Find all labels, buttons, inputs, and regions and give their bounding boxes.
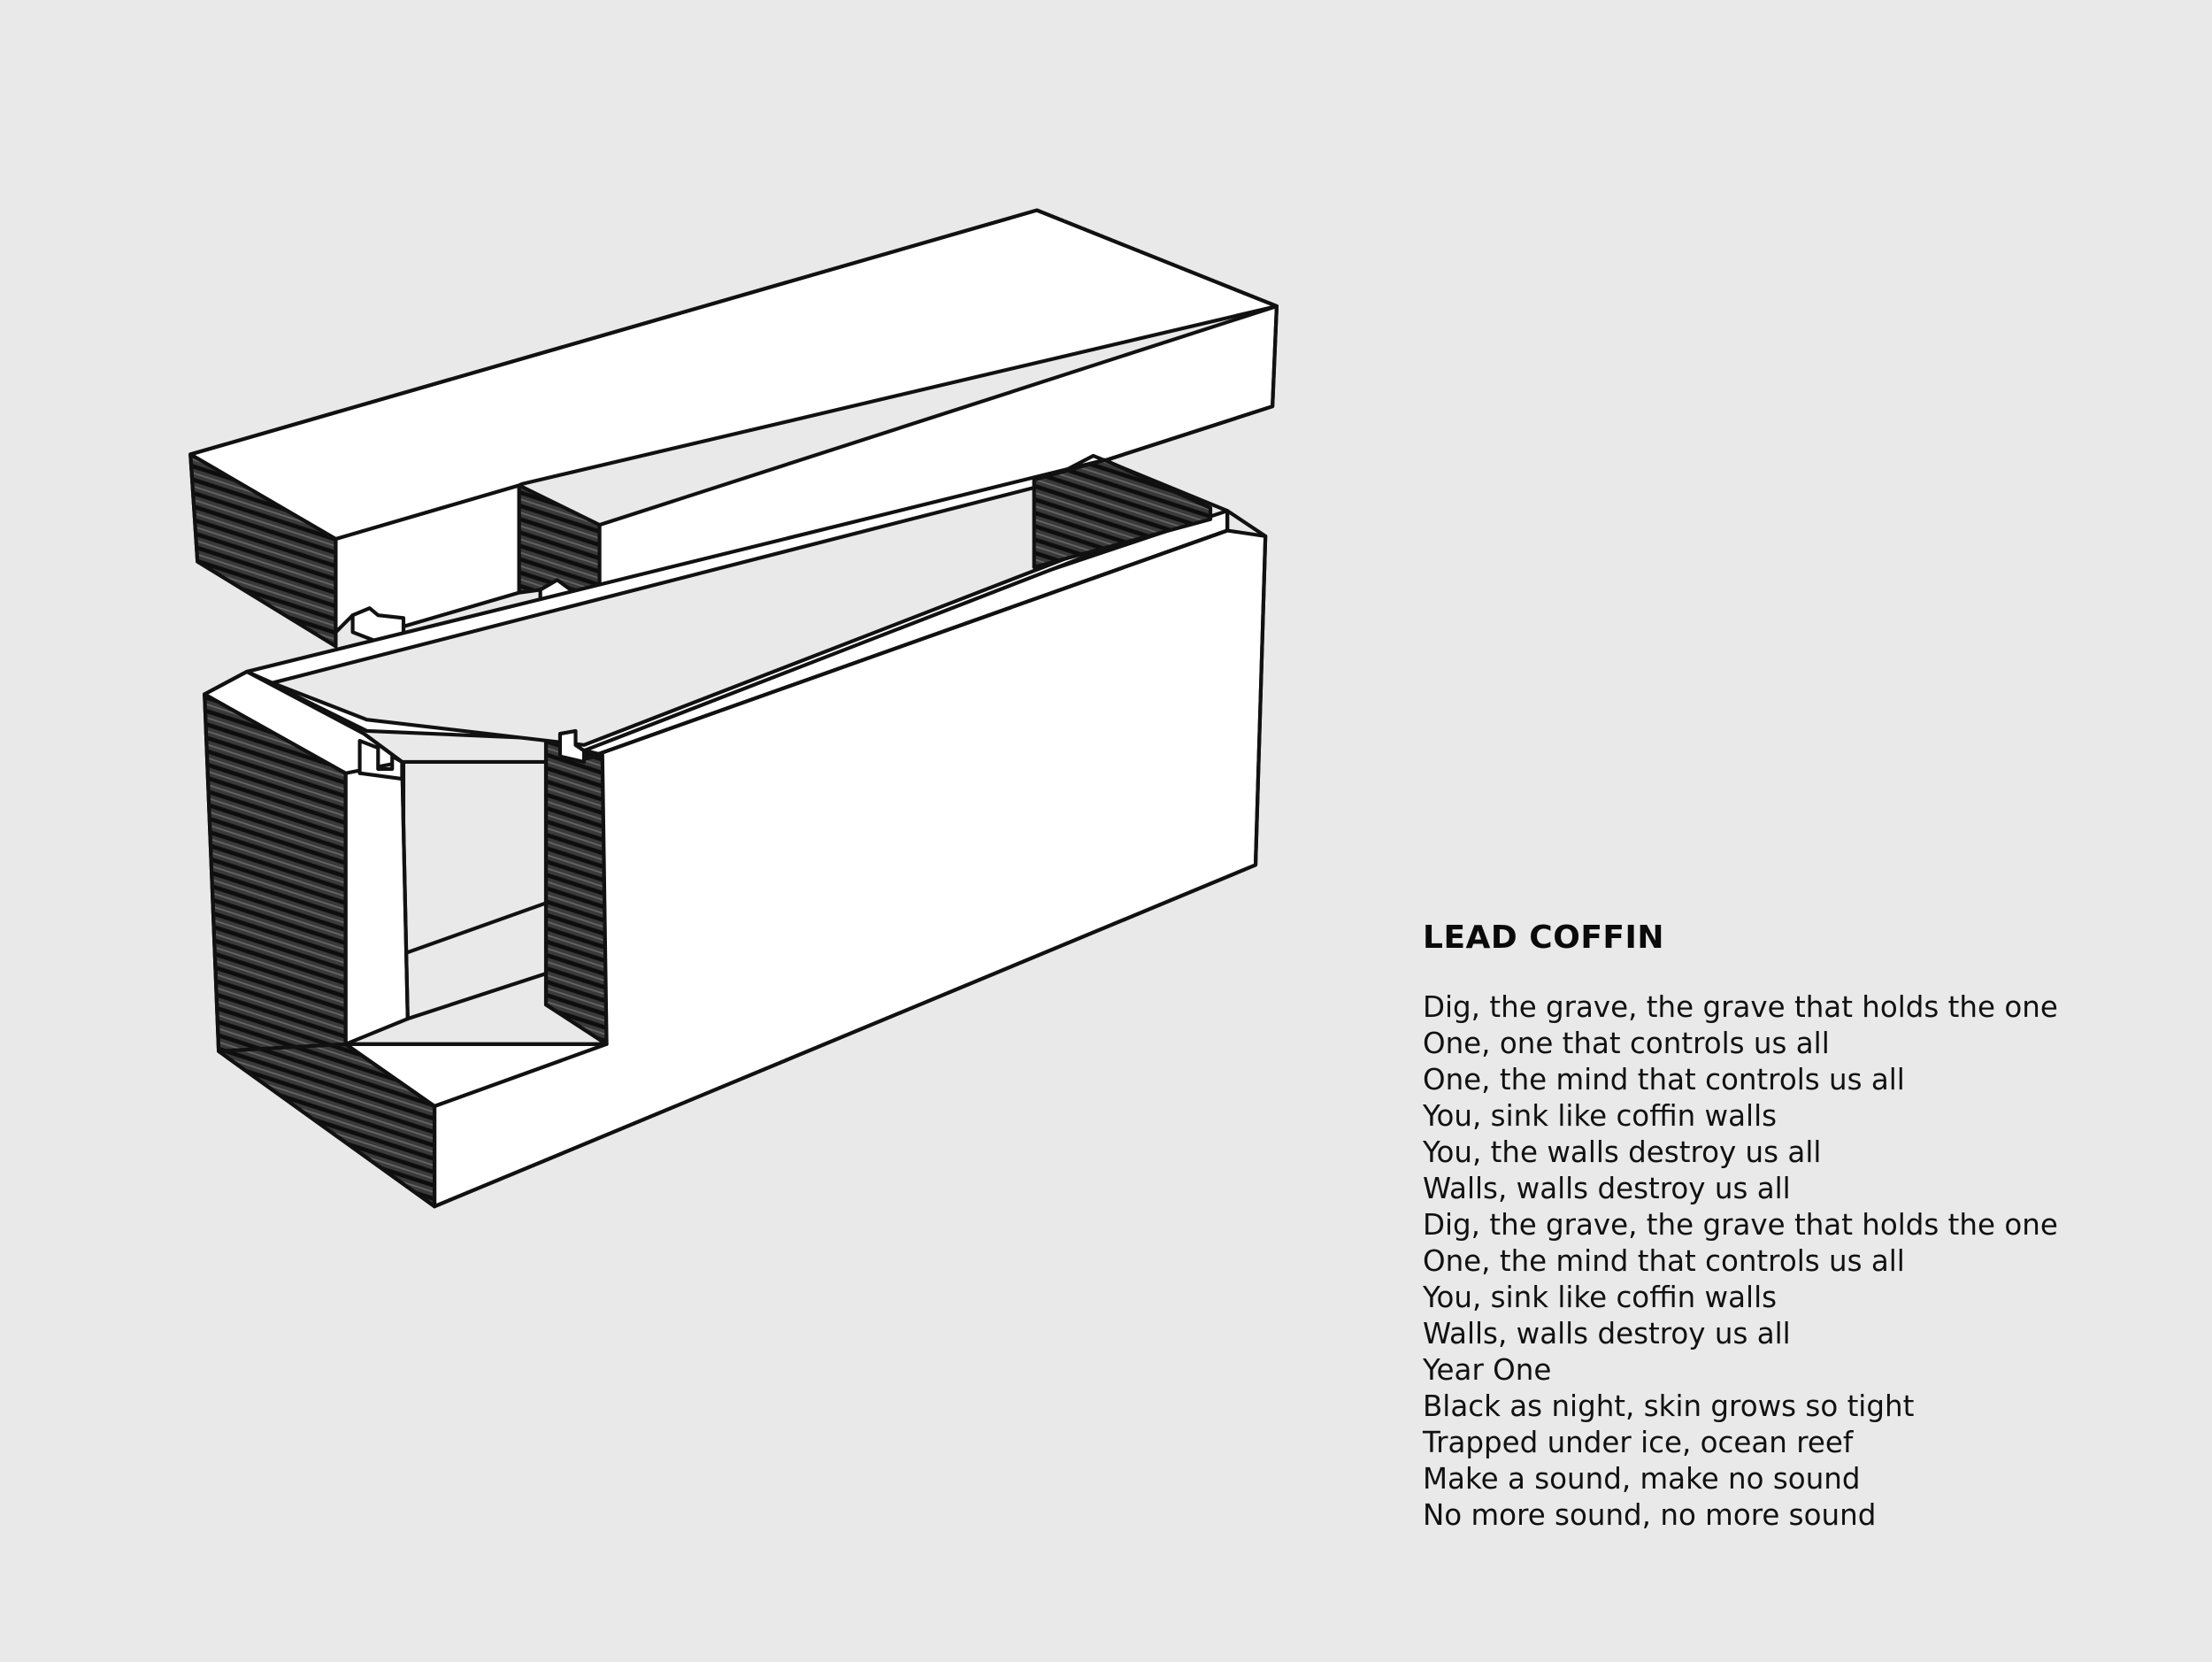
- coffin-base: [203, 453, 1268, 1209]
- lyric-line: You, the walls destroy us all: [1423, 1135, 1822, 1169]
- base-inner-hatch: [543, 738, 609, 1046]
- lyric-line: You, sink like coffin walls: [1423, 1281, 1778, 1314]
- lyric-line: Year One: [1423, 1353, 1552, 1387]
- lyric-line: Dig, the grave, the grave that holds the…: [1423, 1208, 2058, 1242]
- lyric-line: Dig, the grave, the grave that holds the…: [1423, 990, 2058, 1024]
- lyric-line: Make a sound, make no sound: [1423, 1462, 1861, 1496]
- lyric-line: One, the mind that controls us all: [1423, 1063, 1905, 1096]
- base-back-hatch: [1032, 458, 1213, 570]
- song-title: LEAD COFFIN: [1423, 919, 1665, 956]
- lyric-line: One, one that controls us all: [1423, 1027, 1830, 1060]
- lyric-line: You, sink like coffin walls: [1423, 1099, 1778, 1133]
- lyric-line: Walls, walls destroy us all: [1423, 1172, 1791, 1205]
- lyrics-list: Dig, the grave, the grave that holds the…: [1423, 989, 2131, 1534]
- lyric-line: No more sound, no more sound: [1423, 1498, 1877, 1532]
- lyric-line: One, the mind that controls us all: [1423, 1244, 1905, 1278]
- lyrics-panel: LEAD COFFIN Dig, the grave, the grave th…: [1423, 917, 2131, 1534]
- lyric-line: Trapped under ice, ocean reef: [1423, 1426, 1854, 1459]
- lyric-line: Walls, walls destroy us all: [1423, 1317, 1791, 1350]
- lyric-line: Black as night, skin grows so tight: [1423, 1389, 1915, 1423]
